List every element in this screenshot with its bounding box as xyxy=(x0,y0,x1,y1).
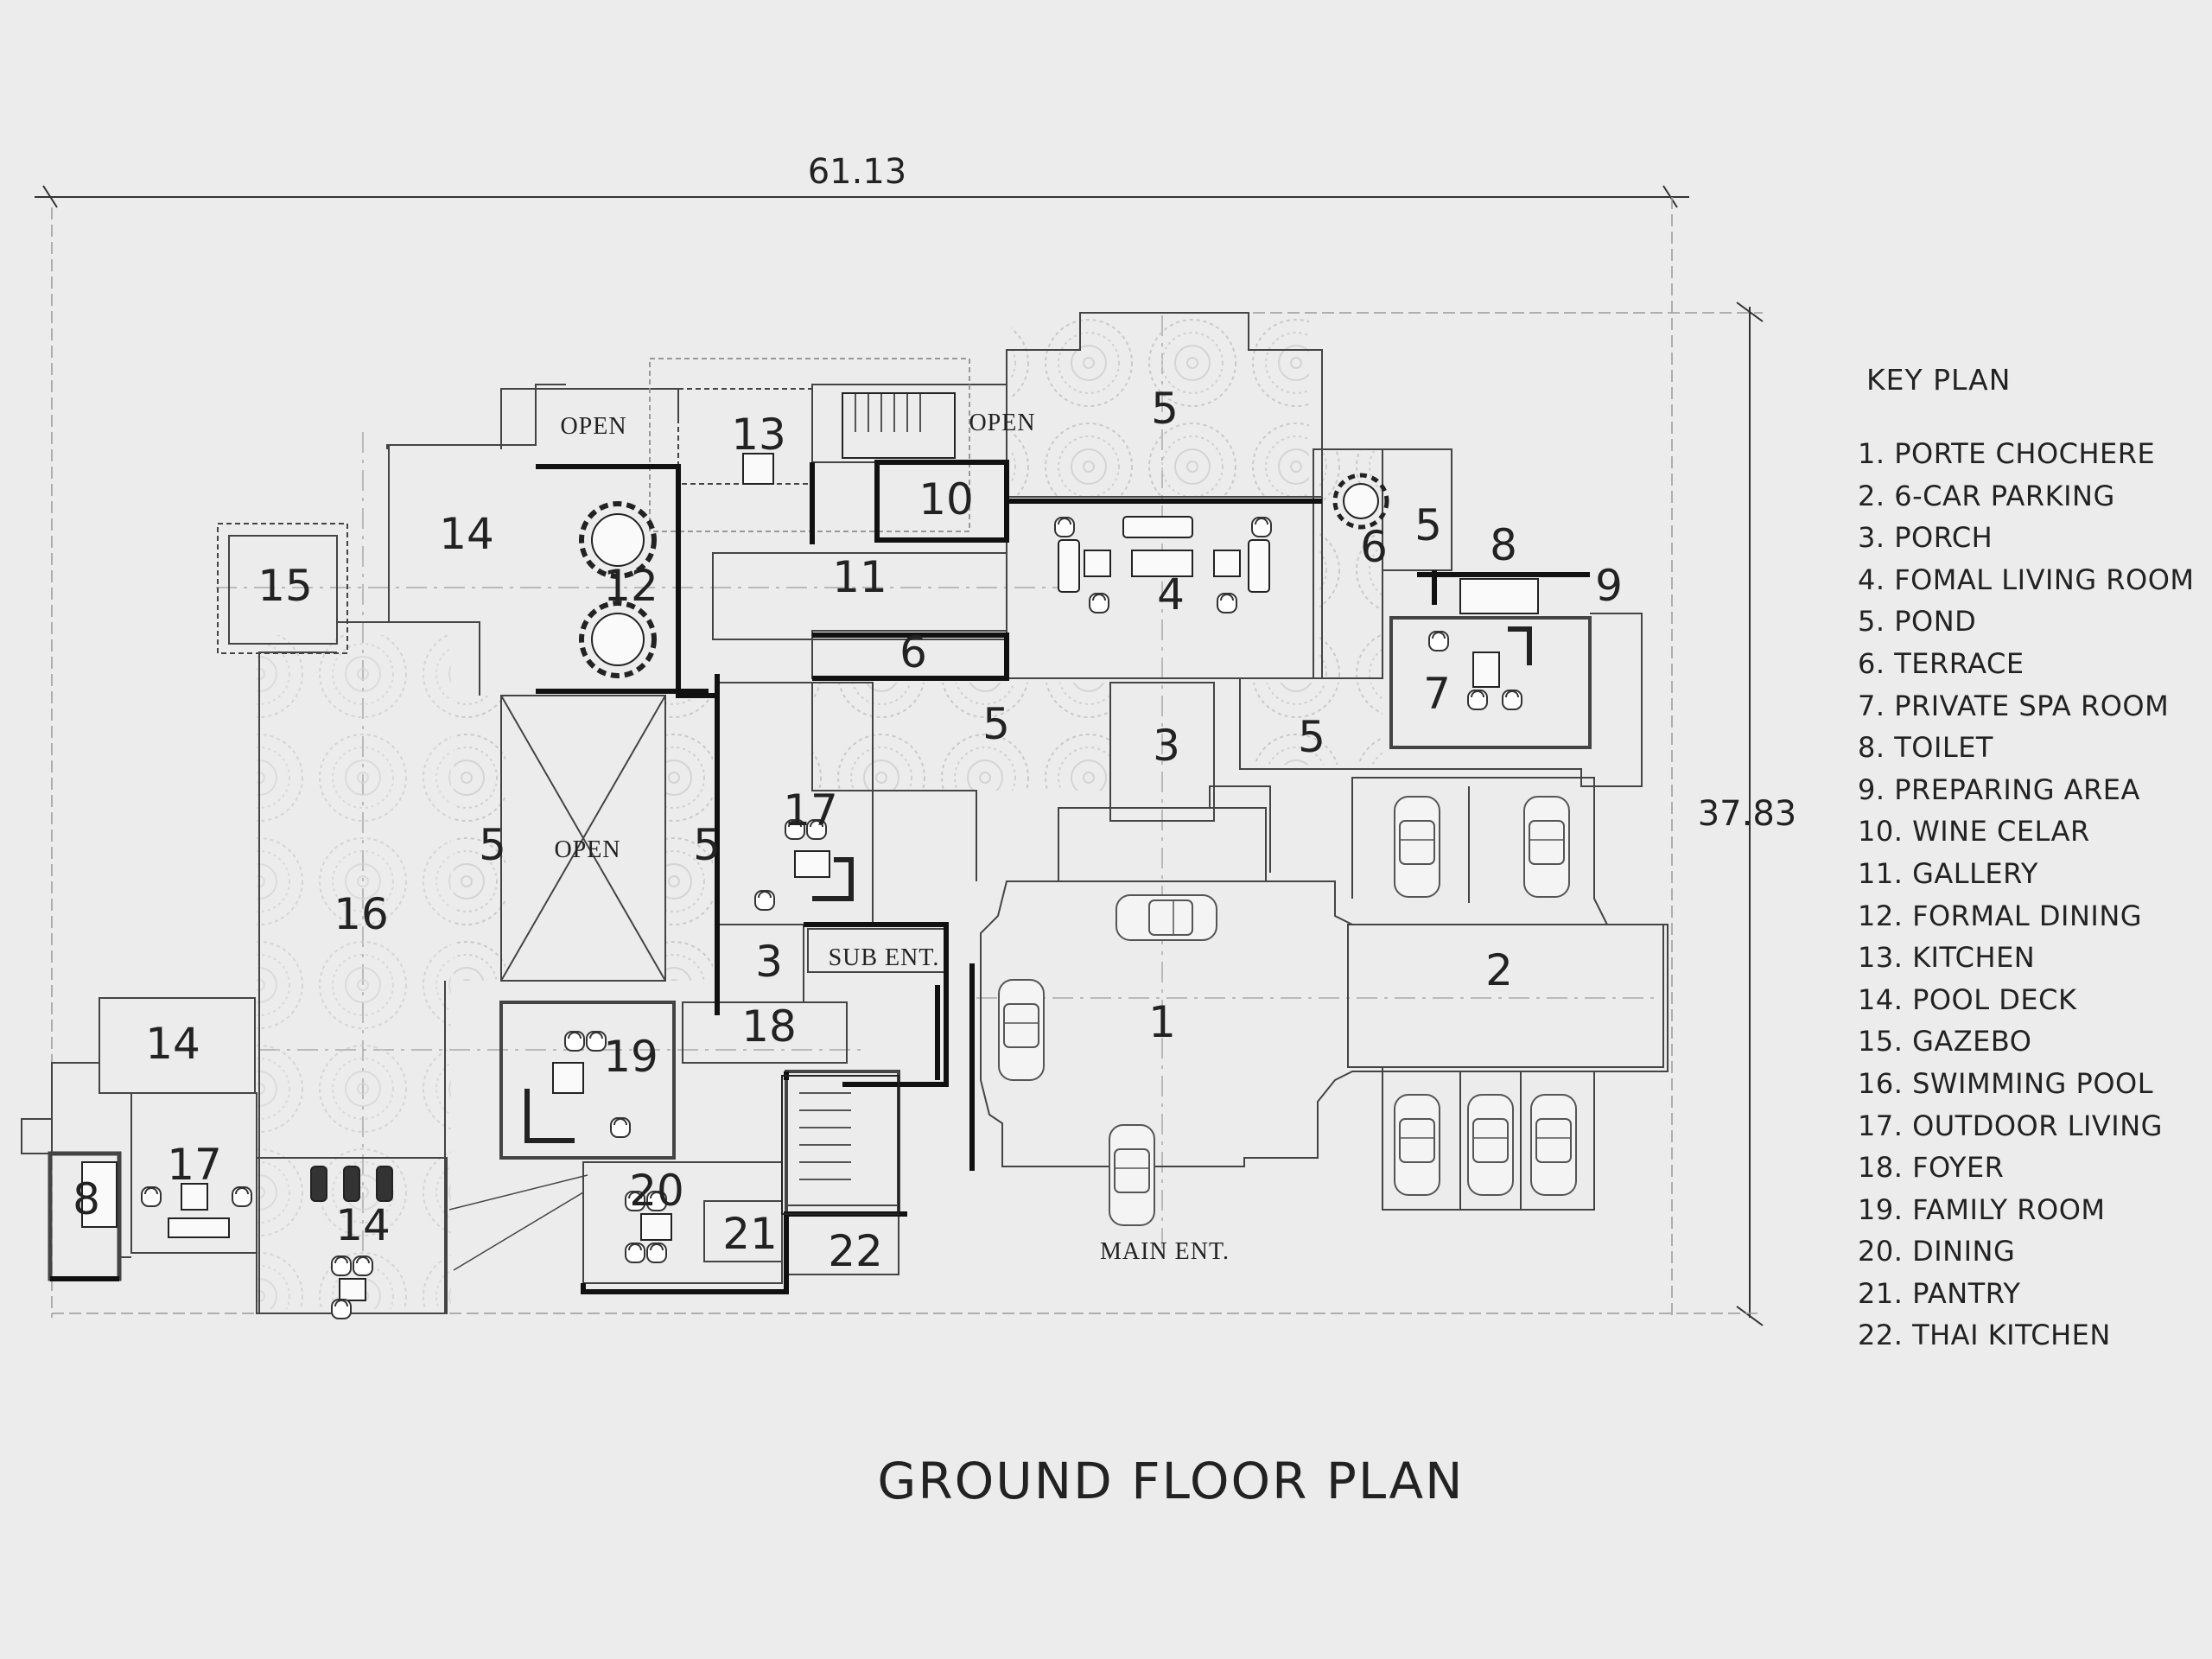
room-number-15: 15 xyxy=(257,561,313,611)
room-number-6: 6 xyxy=(899,627,927,677)
room-number-22: 22 xyxy=(828,1226,883,1276)
key-item: 4. FOMAL LIVING ROOM xyxy=(1858,563,2195,596)
room-number-14: 14 xyxy=(145,1019,200,1069)
room-number-20: 20 xyxy=(629,1166,684,1216)
sub-entrance-label: SUB ENT. xyxy=(829,944,940,971)
formal-living-furniture xyxy=(1054,516,1272,613)
open-label: OPEN xyxy=(560,413,626,440)
key-item: 6. TERRACE xyxy=(1858,646,2024,680)
room-number-5: 5 xyxy=(1298,712,1325,762)
key-item: 20. DINING xyxy=(1858,1235,2016,1268)
room-number-4: 4 xyxy=(1157,569,1185,620)
room-number-3: 3 xyxy=(755,937,783,987)
key-item: 19. FAMILY ROOM xyxy=(1858,1192,2106,1226)
key-item: 14. POOL DECK xyxy=(1858,982,2077,1016)
key-plan-legend: KEY PLAN 1. PORTE CHOCHERE 2. 6-CAR PARK… xyxy=(1858,363,2203,1357)
room-number-5: 5 xyxy=(479,820,506,870)
depth-dimension: 37.83 xyxy=(1698,794,1797,834)
room-number-9: 9 xyxy=(1595,561,1623,611)
key-item: 16. SWIMMING POOL xyxy=(1858,1066,2154,1100)
width-dimension: 61.13 xyxy=(808,152,907,192)
misc-furniture xyxy=(81,453,1539,1319)
area-text-labels: OPEN OPEN OPEN SUB ENT. MAIN ENT. xyxy=(554,410,1230,1265)
room-number-6: 6 xyxy=(1360,522,1388,572)
key-item: 18. FOYER xyxy=(1858,1151,2005,1185)
room-number-16: 16 xyxy=(334,889,389,939)
room-number-19: 19 xyxy=(603,1032,658,1082)
room-number-21: 21 xyxy=(722,1209,778,1259)
key-item: 2. 6-CAR PARKING xyxy=(1858,479,2115,512)
room-number-1: 1 xyxy=(1148,997,1176,1047)
room-number-11: 11 xyxy=(832,552,887,602)
room-number-12: 12 xyxy=(603,561,658,611)
room-number-5: 5 xyxy=(693,820,721,870)
stair xyxy=(781,392,956,1215)
walls xyxy=(50,460,1590,1294)
room-number-17: 17 xyxy=(783,785,838,836)
room-number-13: 13 xyxy=(731,410,786,460)
main-entrance-label: MAIN ENT. xyxy=(1100,1238,1230,1265)
room-number-8: 8 xyxy=(1490,520,1517,570)
plan-title: GROUND FLOOR PLAN xyxy=(877,1452,1465,1510)
room-number-5: 5 xyxy=(982,699,1010,749)
key-item: 1. PORTE CHOCHERE xyxy=(1858,437,2156,470)
room-number-14: 14 xyxy=(335,1200,391,1250)
room-number-5: 5 xyxy=(1414,500,1442,550)
key-item: 10. WINE CELAR xyxy=(1858,815,2090,849)
open-label: OPEN xyxy=(554,836,620,863)
key-plan-list: 1. PORTE CHOCHERE 2. 6-CAR PARKING 3. PO… xyxy=(1858,433,2203,1357)
key-plan-title: KEY PLAN xyxy=(1866,363,2012,397)
room-number-8: 8 xyxy=(73,1174,100,1224)
key-item: 12. FORMAL DINING xyxy=(1858,899,2143,932)
dining-tables xyxy=(579,473,1389,678)
room-number-7: 7 xyxy=(1423,669,1451,719)
room-number-5: 5 xyxy=(1151,384,1179,434)
pond-areas xyxy=(257,311,1382,1309)
cars xyxy=(998,796,1577,1226)
key-item: 17. OUTDOOR LIVING xyxy=(1858,1109,2163,1142)
room-number-18: 18 xyxy=(741,1001,797,1052)
key-item: 15. GAZEBO xyxy=(1858,1025,2032,1058)
room-number-14: 14 xyxy=(439,509,494,559)
room-number-2: 2 xyxy=(1485,945,1513,995)
key-item: 3. PORCH xyxy=(1858,521,1993,555)
room-number-3: 3 xyxy=(1153,721,1180,771)
key-item: 8. TOILET xyxy=(1858,731,1993,765)
key-item: 9. PREPARING AREA xyxy=(1858,772,2140,806)
key-item: 5. POND xyxy=(1858,605,1977,639)
key-item: 21. PANTRY xyxy=(1858,1276,2021,1310)
key-item: 22. THAI KITCHEN xyxy=(1858,1319,2111,1352)
key-item: 7. PRIVATE SPA ROOM xyxy=(1858,689,2170,722)
open-label: OPEN xyxy=(969,410,1035,436)
room-number-labels: 1 2 3 3 4 5 5 5 5 5 5 6 6 7 8 8 9 10 11 … xyxy=(73,384,1623,1276)
room-number-17: 17 xyxy=(167,1140,222,1190)
room-number-10: 10 xyxy=(918,474,974,524)
key-item: 11. GALLERY xyxy=(1858,856,2038,890)
key-item: 13. KITCHEN xyxy=(1858,941,2036,975)
